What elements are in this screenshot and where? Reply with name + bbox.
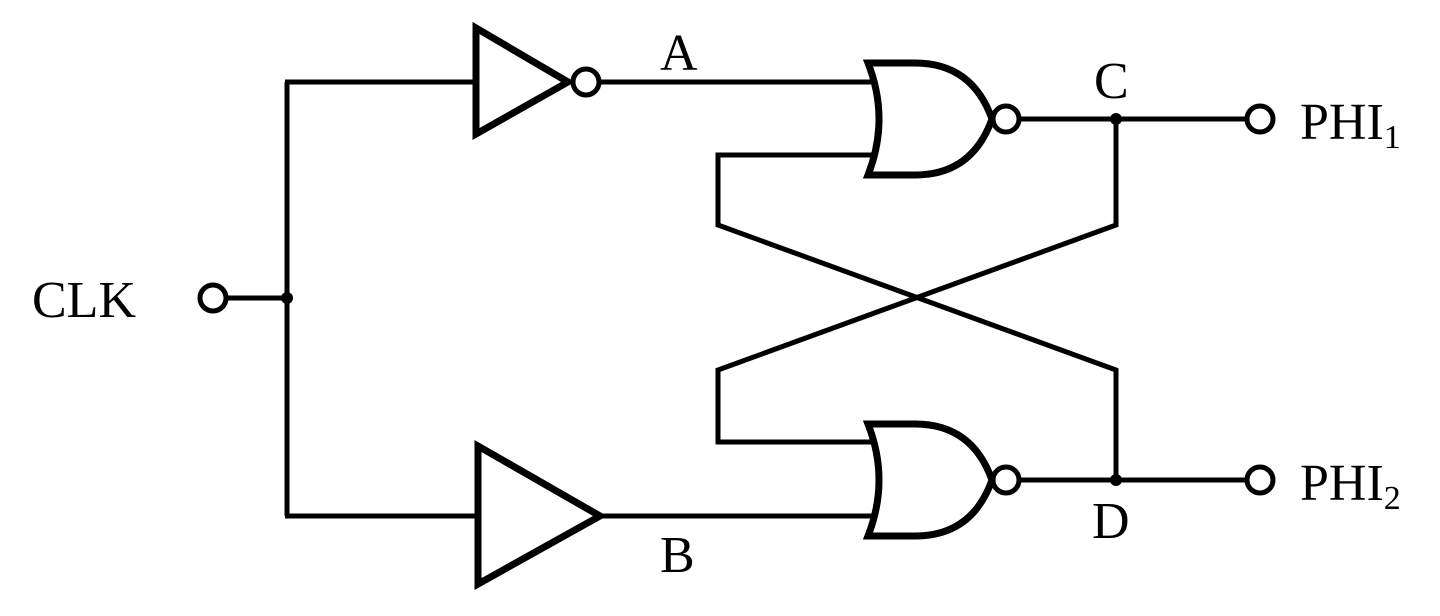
inverter-output-bubble <box>570 66 602 98</box>
bottom-nor-output-bubble <box>990 464 1022 496</box>
phi2-label: PHI2 <box>1300 455 1401 517</box>
top-nor-output-bubble <box>990 103 1022 135</box>
top-feedback-wire <box>715 152 1119 480</box>
phi2-subscript: 2 <box>1384 480 1401 517</box>
top-nor-gate <box>862 59 996 179</box>
clk-label: CLK <box>32 272 136 329</box>
node-b-label: B <box>660 527 695 584</box>
clk-input-terminal <box>197 282 229 314</box>
phi1-subscript: 1 <box>1384 119 1401 156</box>
node-a-label: A <box>660 25 698 82</box>
node-d-label: D <box>1092 493 1130 550</box>
phi1-output-terminal <box>1244 103 1276 135</box>
node-c-label: C <box>1094 53 1129 110</box>
bottom-nor-gate <box>862 420 996 540</box>
phi1-label: PHI1 <box>1300 94 1401 156</box>
phi2-label-text: PHI <box>1300 455 1384 512</box>
clk-junction-dot <box>281 292 293 304</box>
buffer-gate <box>474 439 608 590</box>
inverter-gate <box>472 21 576 140</box>
bottom-feedback-wire <box>715 119 1119 445</box>
phi1-label-text: PHI <box>1300 94 1384 151</box>
phi2-output-terminal <box>1244 464 1276 496</box>
